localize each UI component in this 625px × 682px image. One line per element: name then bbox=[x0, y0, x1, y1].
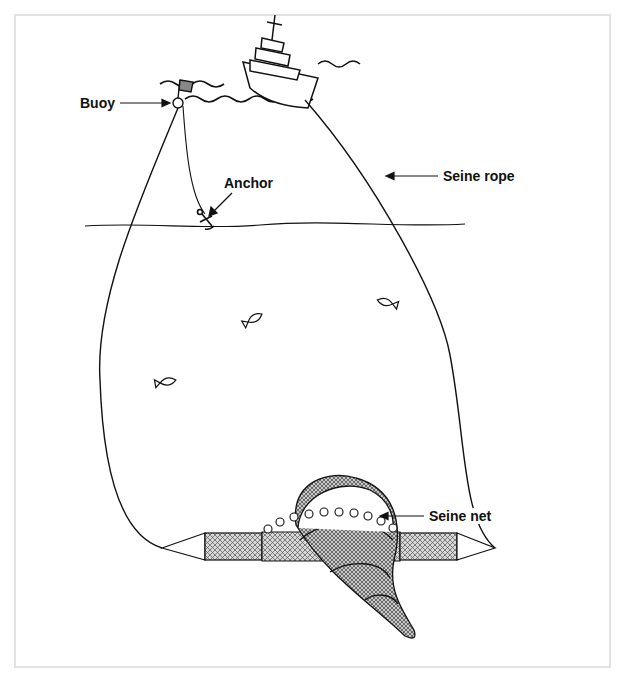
seine-net-bag bbox=[295, 475, 415, 638]
buoy-symbol bbox=[173, 80, 193, 108]
frame bbox=[15, 15, 610, 667]
seabed bbox=[85, 223, 465, 227]
part-label: Seine rope bbox=[441, 168, 517, 184]
part-label: Seine net bbox=[427, 508, 493, 524]
part-label: Buoy bbox=[78, 95, 117, 111]
leader-arrows bbox=[120, 100, 438, 520]
boat bbox=[243, 15, 318, 108]
anchor-line bbox=[183, 106, 205, 214]
fish bbox=[154, 296, 398, 388]
part-label: Anchor bbox=[222, 175, 275, 191]
floats bbox=[264, 508, 397, 533]
seine-rope bbox=[100, 108, 178, 548]
